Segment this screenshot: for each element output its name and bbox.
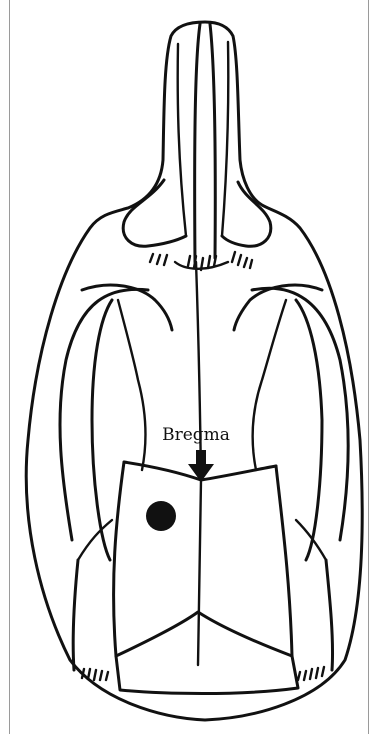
frontonasal-suture (150, 252, 252, 270)
parietal-right-edge (276, 466, 292, 656)
lambdoid-stipple-right (298, 667, 324, 680)
nasal-bone-left (195, 24, 200, 262)
nasal-inner-right (222, 42, 228, 236)
temporal-ridge-right (253, 300, 286, 470)
bregma-label: Bregma (162, 425, 230, 445)
orbit-right (222, 182, 271, 246)
nasal-bone-right (210, 24, 215, 258)
sagittal-suture-upper (196, 262, 201, 480)
zygomatic-arch-left-outer (60, 289, 148, 540)
lateral-wall-left (73, 560, 78, 670)
sagittal-suture-lower (198, 480, 201, 665)
target-site-dot (146, 501, 176, 531)
zygomatic-arch-right-outer (252, 288, 348, 540)
zygomatic-arch-left-inner (82, 285, 172, 330)
lambdoid-suture (116, 612, 292, 656)
temporal-fossa-right (296, 300, 322, 560)
parietal-left-edge (114, 462, 124, 656)
lateral-wall-right (326, 560, 333, 670)
interparietal-bottom (116, 656, 298, 694)
orbit-left (123, 180, 186, 246)
temporal-ridge-left (118, 300, 145, 470)
nasal-inner-left (178, 44, 186, 236)
